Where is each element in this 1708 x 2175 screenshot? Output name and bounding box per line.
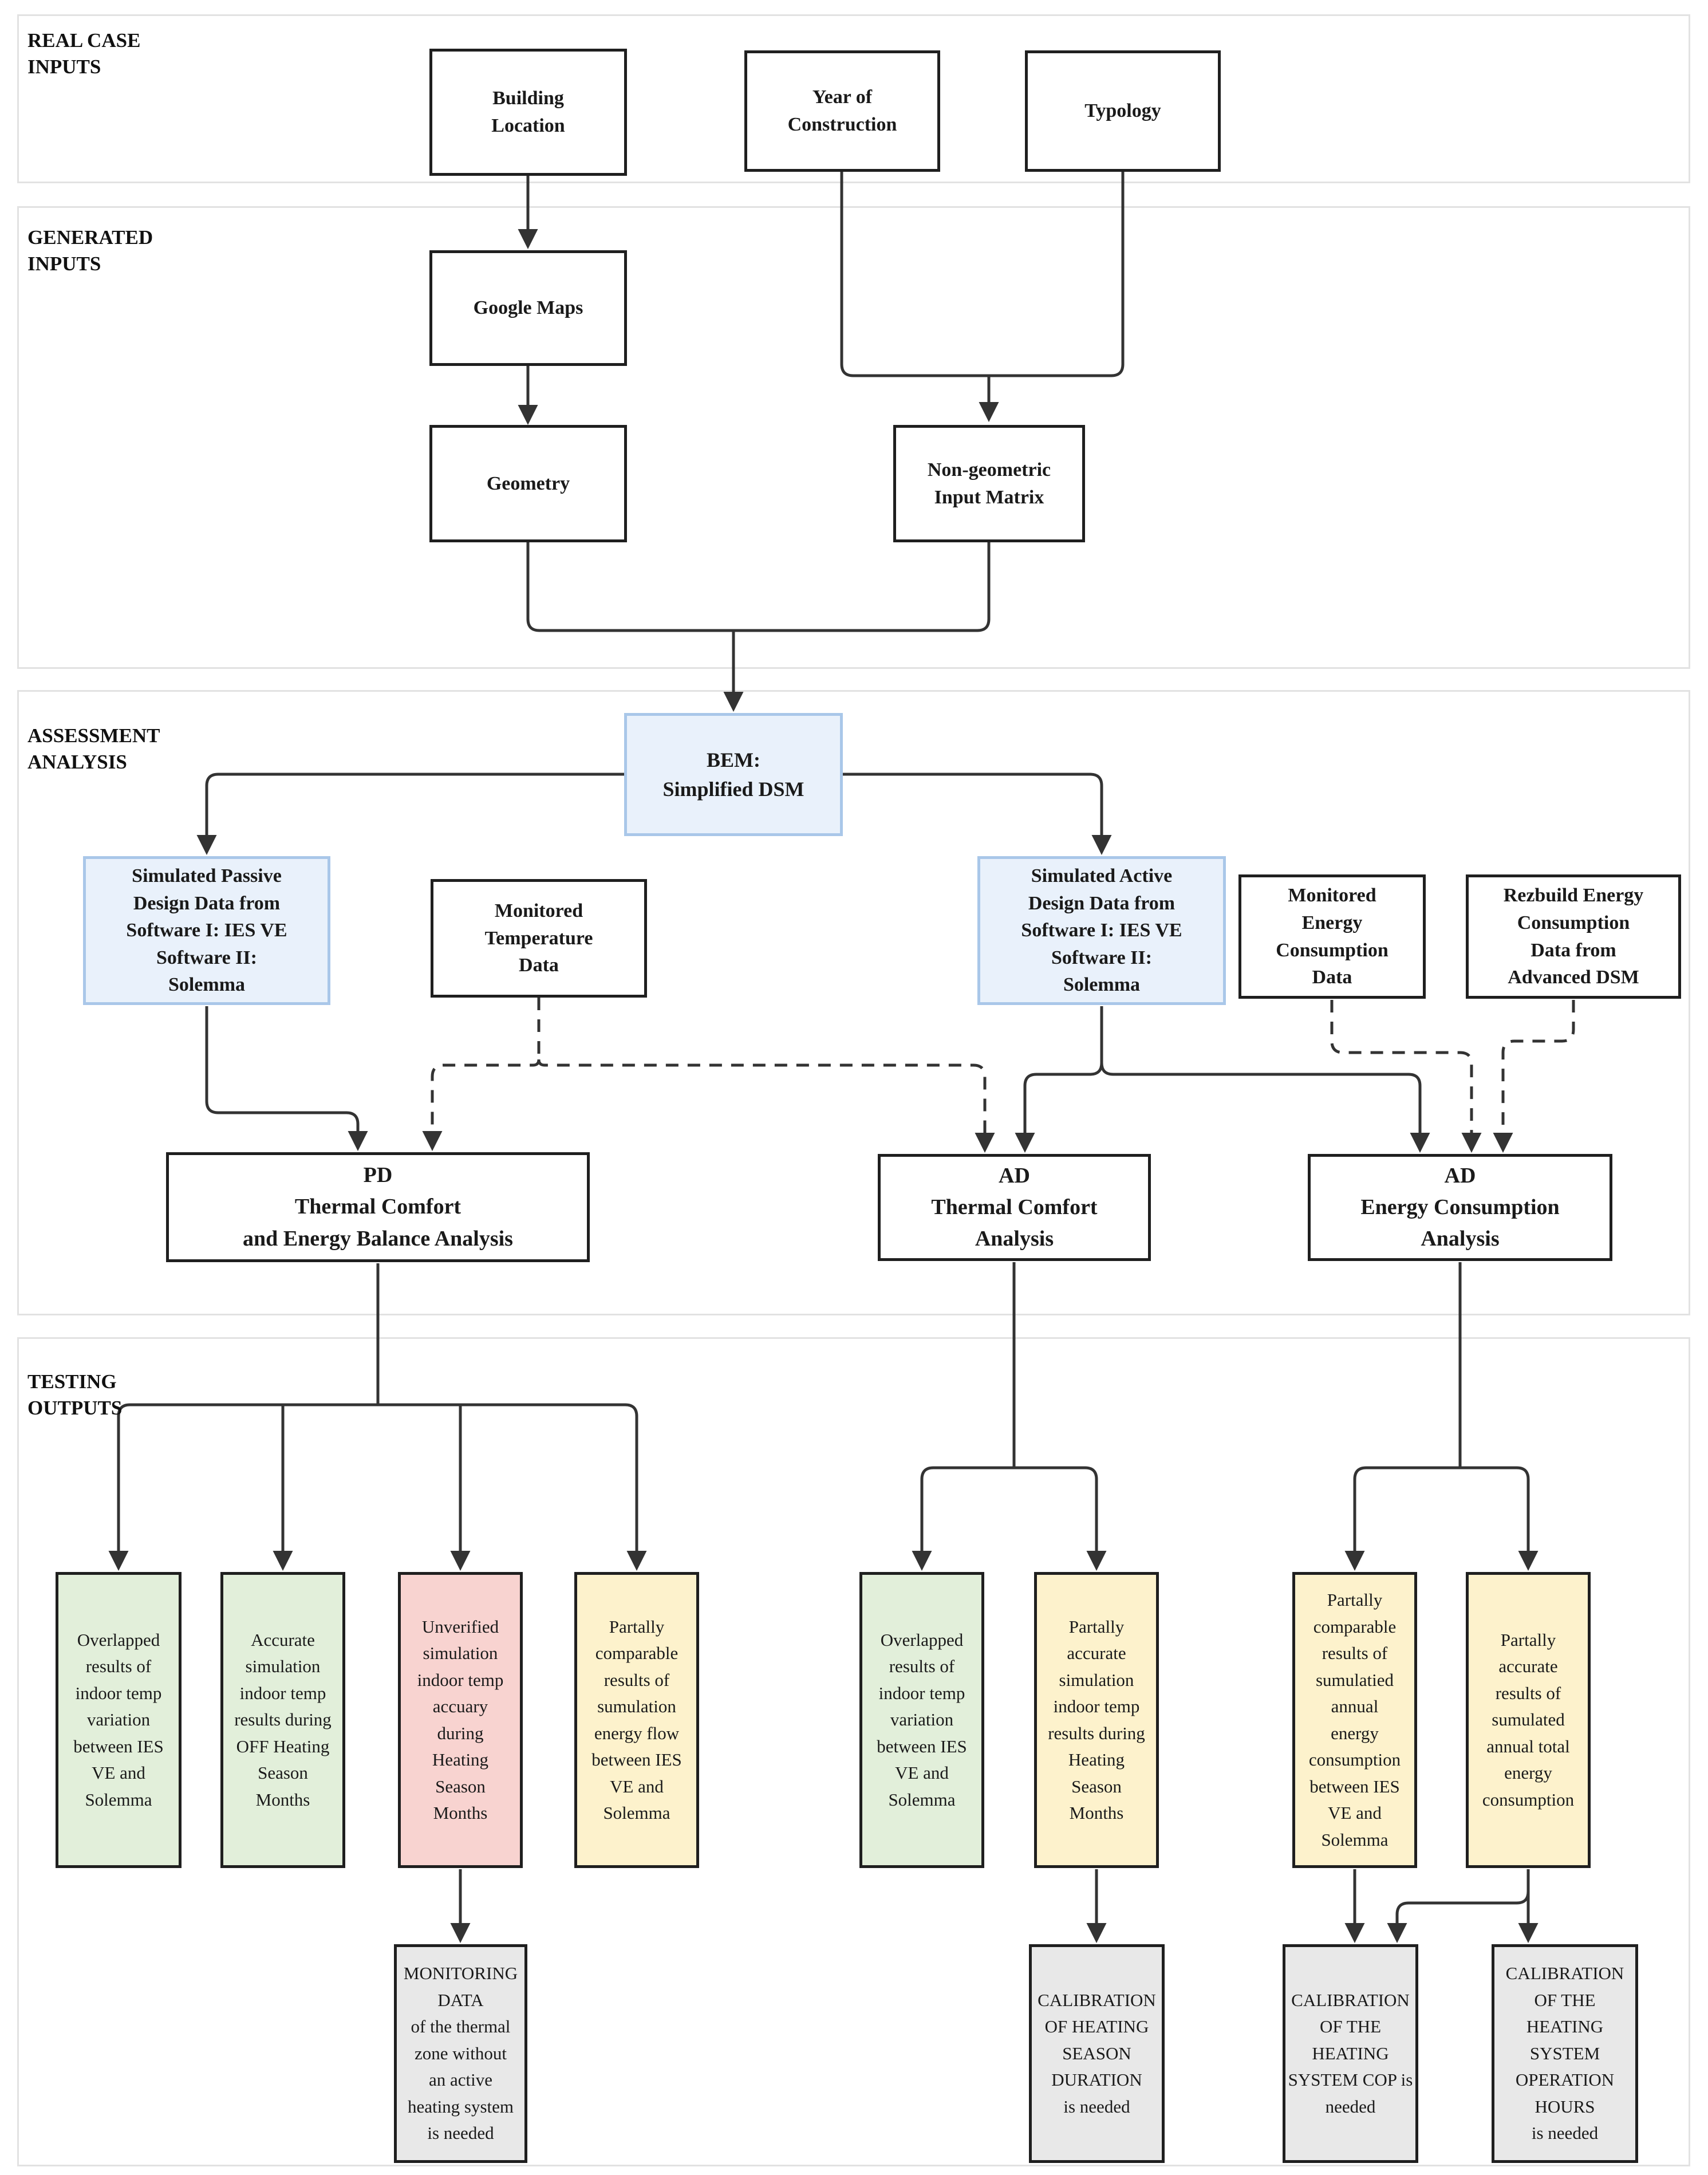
dashed-montemp-to-adthermal: [537, 1059, 995, 1153]
node-ad-energy-analysis-label: AD Energy Consumption Analysis: [1360, 1163, 1560, 1251]
node-google-maps: Google Maps: [429, 250, 627, 366]
section-generated-inputs: [17, 206, 1690, 669]
node-bem-label: BEM: Simplified DSM: [662, 748, 804, 801]
node-output-unverified: Unverified simulation indoor temp accuar…: [398, 1572, 523, 1868]
node-output-accurate-off-season-label: Accurate simulation indoor temp results …: [234, 1629, 332, 1810]
node-non-geometric-input-matrix: Non-geometric Input Matrix: [893, 425, 1085, 542]
node-cal-operation-hours-label: CALIBRATION OF THE HEATING SYSTEM OPERAT…: [1505, 1963, 1624, 2144]
node-monitored-temperature-label: Monitored Temperature Data: [484, 900, 593, 976]
section-label-real-case: REAL CASE INPUTS: [27, 29, 141, 78]
node-cal-season-duration: CALIBRATION OF HEATING SEASON DURATION i…: [1029, 1944, 1165, 2163]
arrow-bem-to-active: [843, 773, 1112, 855]
line-adenergy-bar: [1353, 1466, 1530, 1480]
node-monitored-energy: Monitored Energy Consumption Data: [1238, 874, 1426, 999]
node-output-energy-flow-label: Partally comparable results of sumulatio…: [591, 1616, 682, 1823]
node-cal-system-cop-label: CALIBRATION OF THE HEATING SYSTEM COP is…: [1288, 1989, 1413, 2117]
node-cal-system-cop: CALIBRATION OF THE HEATING SYSTEM COP is…: [1283, 1944, 1418, 2163]
node-cal-monitoring-data-label: MONITORING DATA of the thermal zone with…: [403, 1963, 518, 2144]
arrow-out8-to-cop: [1387, 1891, 1530, 1943]
line-geometry-merge: [526, 542, 733, 632]
arrow-active-to-adenergy: [1100, 1062, 1430, 1153]
line-year-merge: [840, 172, 989, 377]
node-building-location: Building Location: [429, 49, 627, 176]
dashed-montemp-to-pd: [422, 1059, 541, 1151]
section-label-generated: GENERATED INPUTS: [27, 226, 153, 275]
node-geometry-label: Geometry: [486, 472, 570, 494]
node-pd-analysis: PD Thermal Comfort and Energy Balance An…: [166, 1152, 590, 1262]
arrow-passive-to-pd: [205, 1006, 368, 1151]
node-year-of-construction: Year of Construction: [744, 50, 940, 172]
node-google-maps-label: Google Maps: [473, 297, 583, 319]
node-output-annual-total-label: Partally accurate results of sumulated a…: [1482, 1629, 1575, 1810]
node-output-overlapped-ad-label: Overlapped results of indoor temp variat…: [877, 1629, 967, 1810]
node-typology: Typology: [1025, 50, 1221, 172]
node-simulated-passive-label: Simulated Passive Design Data from Softw…: [126, 865, 287, 996]
node-cal-monitoring-data: MONITORING DATA of the thermal zone with…: [394, 1944, 527, 2163]
node-simulated-active: Simulated Active Design Data from Softwa…: [977, 856, 1226, 1005]
node-pd-analysis-label: PD Thermal Comfort and Energy Balance An…: [243, 1163, 513, 1251]
node-bem-simplified-dsm: BEM: Simplified DSM: [624, 713, 843, 836]
node-output-unverified-label: Unverified simulation indoor temp accuar…: [417, 1616, 504, 1823]
node-geometry: Geometry: [429, 425, 627, 542]
node-cal-operation-hours: CALIBRATION OF THE HEATING SYSTEM OPERAT…: [1492, 1944, 1638, 2163]
node-output-overlapped-ad: Overlapped results of indoor temp variat…: [859, 1572, 984, 1868]
node-cal-season-duration-label: CALIBRATION OF HEATING SEASON DURATION i…: [1038, 1989, 1156, 2117]
node-output-overlapped-pd: Overlapped results of indoor temp variat…: [56, 1572, 182, 1868]
arrow-active-to-adthermal: [1015, 1062, 1103, 1153]
dashed-rezbuild-to-adenergy: [1493, 1000, 1575, 1153]
arrow-bem-to-passive: [196, 773, 624, 855]
node-monitored-temperature: Monitored Temperature Data: [431, 879, 647, 998]
node-output-partally-accurate-temp-label: Partally accurate simulation indoor temp…: [1048, 1616, 1145, 1823]
line-matrix-merge: [733, 542, 991, 632]
node-output-annual-total: Partally accurate results of sumulated a…: [1466, 1572, 1591, 1868]
node-output-annual-energy-label: Partally comparable results of sumulatie…: [1308, 1590, 1401, 1850]
line-adthermal-bar: [920, 1466, 1098, 1480]
section-label-testing: TESTING OUTPUTS: [27, 1370, 123, 1419]
node-year-of-construction-label: Year of Construction: [787, 86, 897, 135]
node-typology-label: Typology: [1084, 100, 1161, 122]
node-output-annual-energy: Partally comparable results of sumulatie…: [1292, 1572, 1417, 1868]
line-typology-merge: [989, 172, 1125, 377]
node-ad-thermal-analysis: AD Thermal Comfort Analysis: [878, 1154, 1151, 1261]
node-building-location-label: Building Location: [491, 88, 565, 136]
node-simulated-active-label: Simulated Active Design Data from Softwa…: [1021, 865, 1182, 996]
line-pd-bar: [117, 1403, 638, 1417]
node-output-partally-accurate-temp: Partally accurate simulation indoor temp…: [1034, 1572, 1159, 1868]
node-output-energy-flow: Partally comparable results of sumulatio…: [574, 1572, 699, 1868]
node-non-geometric-input-matrix-label: Non-geometric Input Matrix: [927, 459, 1051, 508]
section-label-assessment: ASSESSMENT ANALYSIS: [27, 724, 160, 773]
node-simulated-passive: Simulated Passive Design Data from Softw…: [83, 856, 330, 1005]
node-ad-thermal-analysis-label: AD Thermal Comfort Analysis: [931, 1163, 1098, 1251]
dashed-monenergy-to-adenergy: [1330, 1000, 1482, 1153]
node-ad-energy-analysis: AD Energy Consumption Analysis: [1308, 1154, 1612, 1261]
node-output-overlapped-pd-label: Overlapped results of indoor temp variat…: [73, 1629, 164, 1810]
node-monitored-energy-label: Monitored Energy Consumption Data: [1276, 885, 1389, 988]
node-rezbuild-label: Rezbuild Energy Consumption Data from Ad…: [1503, 885, 1644, 988]
node-output-accurate-off-season: Accurate simulation indoor temp results …: [220, 1572, 345, 1868]
node-rezbuild: Rezbuild Energy Consumption Data from Ad…: [1466, 874, 1681, 999]
